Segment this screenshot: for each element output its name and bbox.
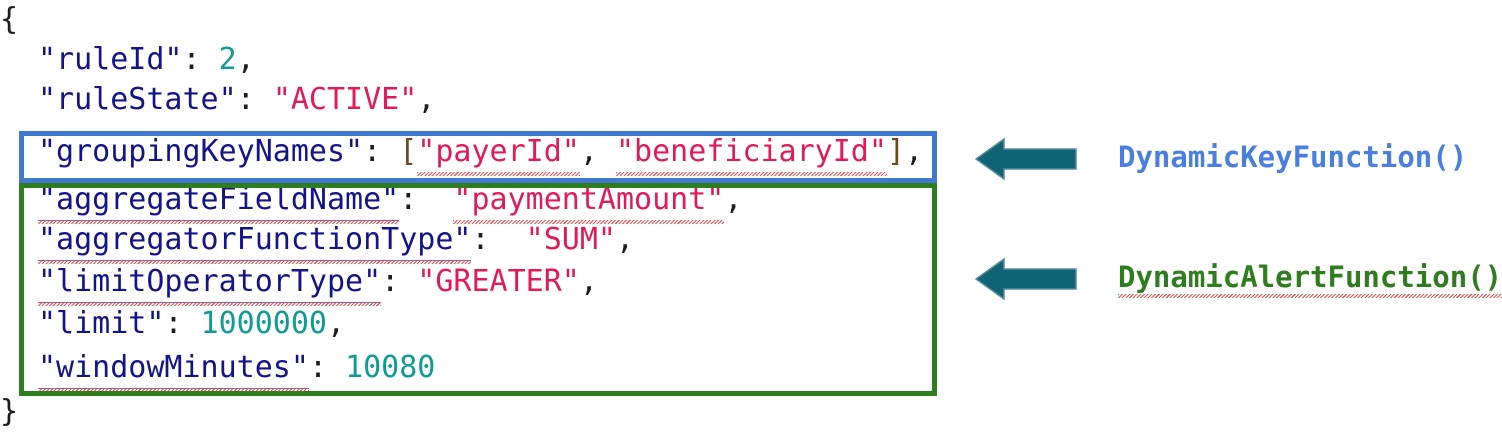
comma-5: ,: [579, 264, 598, 299]
colon-6: :: [164, 306, 183, 341]
json-line-aggregateFieldName: "aggregateFieldName": "paymentAmount",: [0, 180, 743, 224]
json-key-windowMinutes: "windowMinutes": [38, 348, 309, 392]
colon-1: :: [236, 82, 255, 117]
json-array-item-beneficiaryId: "beneficiaryId": [615, 132, 887, 176]
json-close-brace: }: [0, 392, 18, 432]
colon-0: :: [182, 42, 201, 77]
comma-2: ,: [904, 134, 924, 169]
json-value-ruleId: 2: [218, 42, 237, 77]
json-value-paymentAmount: "paymentAmount": [453, 180, 724, 224]
json-code-block: { "ruleId": 2, "ruleState": "ACTIVE", "g…: [0, 0, 924, 432]
colon-3: :: [399, 182, 418, 217]
json-line-limit: "limit": 1000000,: [0, 304, 345, 344]
annotation-label-dynamic-alert-function: DynamicAlertFunction(): [1118, 260, 1502, 298]
json-key-ruleState: "ruleState": [38, 82, 237, 117]
comma-4: ,: [615, 222, 635, 257]
arrow-left-alert-function: [974, 257, 1077, 301]
comma-6: ,: [327, 306, 346, 341]
close-brace-glyph: }: [0, 394, 19, 429]
json-key-groupingKeyNames: "groupingKeyNames": [38, 134, 364, 169]
json-key-limit: "limit": [38, 306, 165, 341]
json-line-windowMinutes: "windowMinutes": 10080: [0, 348, 436, 392]
array-open-bracket: [: [399, 134, 418, 169]
colon-7: :: [308, 350, 327, 385]
arrow-left-key-function: [974, 137, 1077, 181]
json-value-limit: 1000000: [200, 306, 327, 341]
comma-1: ,: [417, 82, 436, 117]
json-line-aggregatorFunctionType: "aggregatorFunctionType": "SUM",: [0, 220, 635, 264]
json-key-aggregatorFunctionType: "aggregatorFunctionType": [38, 220, 472, 264]
json-open-brace: {: [0, 0, 18, 40]
json-key-aggregateFieldName: "aggregateFieldName": [38, 180, 400, 224]
colon-5: :: [381, 264, 400, 299]
array-comma: ,: [579, 134, 598, 169]
open-brace-glyph: {: [0, 2, 19, 37]
json-line-ruleState: "ruleState": "ACTIVE",: [0, 80, 435, 120]
json-value-GREATER: "GREATER": [417, 264, 580, 299]
json-line-limitOperatorType: "limitOperatorType": "GREATER",: [0, 262, 598, 306]
array-close-bracket: ]: [886, 134, 905, 169]
json-value-windowMinutes: 10080: [345, 350, 436, 385]
comma-3: ,: [724, 182, 743, 217]
json-key-limitOperatorType: "limitOperatorType": [38, 262, 382, 306]
colon-2: :: [363, 134, 382, 169]
json-array-item-payerId: "payerId": [417, 132, 580, 176]
comma-0: ,: [236, 42, 255, 77]
json-value-SUM: "SUM": [525, 222, 616, 257]
json-value-ruleState: "ACTIVE": [272, 82, 418, 117]
annotation-label-dynamic-key-function: DynamicKeyFunction(): [1118, 140, 1468, 174]
colon-4: :: [471, 222, 490, 257]
json-line-groupingKeyNames: "groupingKeyNames": ["payerId", "benefic…: [0, 132, 924, 176]
json-line-ruleId: "ruleId": 2,: [0, 40, 255, 80]
json-key-ruleId: "ruleId": [38, 42, 183, 77]
